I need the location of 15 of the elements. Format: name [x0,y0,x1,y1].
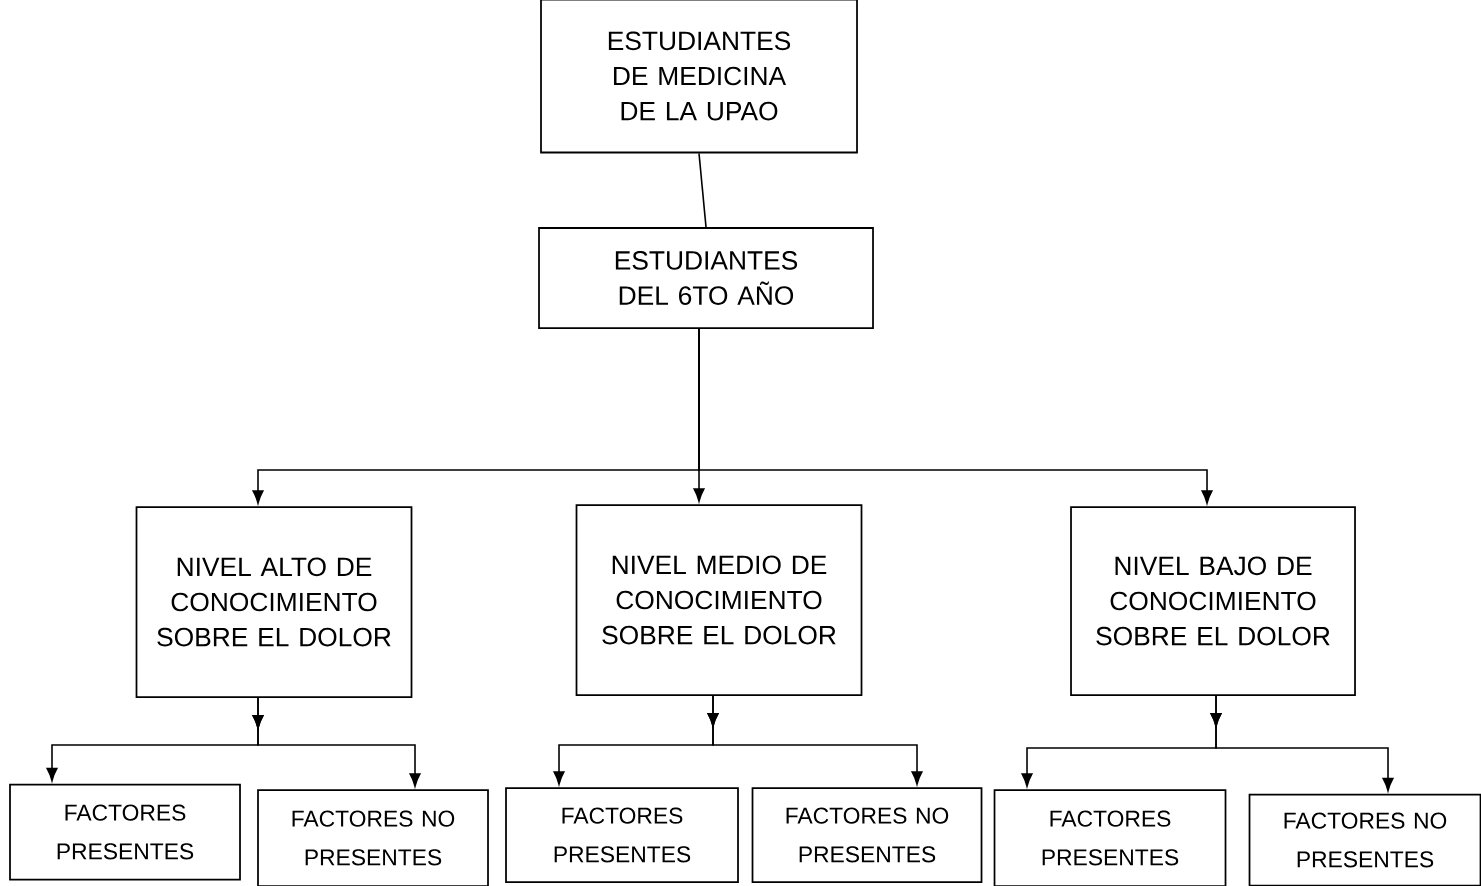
category-box: FACTORES PRESENTES [505,787,739,883]
connector-arrow [707,695,923,785]
category-box: FACTORES PRESENTES [9,783,241,881]
category-box: NIVEL BAJO DE CONOCIMIENTO SOBRE EL DOLOR [1070,506,1356,696]
category-box: FACTORES NO PRESENTES [257,789,489,886]
group-box: ESTUDIANTES DE MEDICINA DE LA UPAO [540,0,858,154]
connector-arrow [1210,695,1394,792]
connector-arrow [252,697,421,787]
group-box: ESTUDIANTES DEL 6TO AÑO [538,227,874,329]
connector-arrow [698,328,1213,504]
category-box: FACTORES NO PRESENTES [751,787,983,883]
category-box: FACTORES PRESENTES [993,789,1227,886]
category-box: NIVEL MEDIO DE CONOCIMIENTO SOBRE EL DOLOR [575,504,863,696]
category-box: FACTORES NO PRESENTES [1248,793,1481,886]
category-box: NIVEL ALTO DE CONOCIMIENTO SOBRE EL DOLOR [135,506,413,698]
